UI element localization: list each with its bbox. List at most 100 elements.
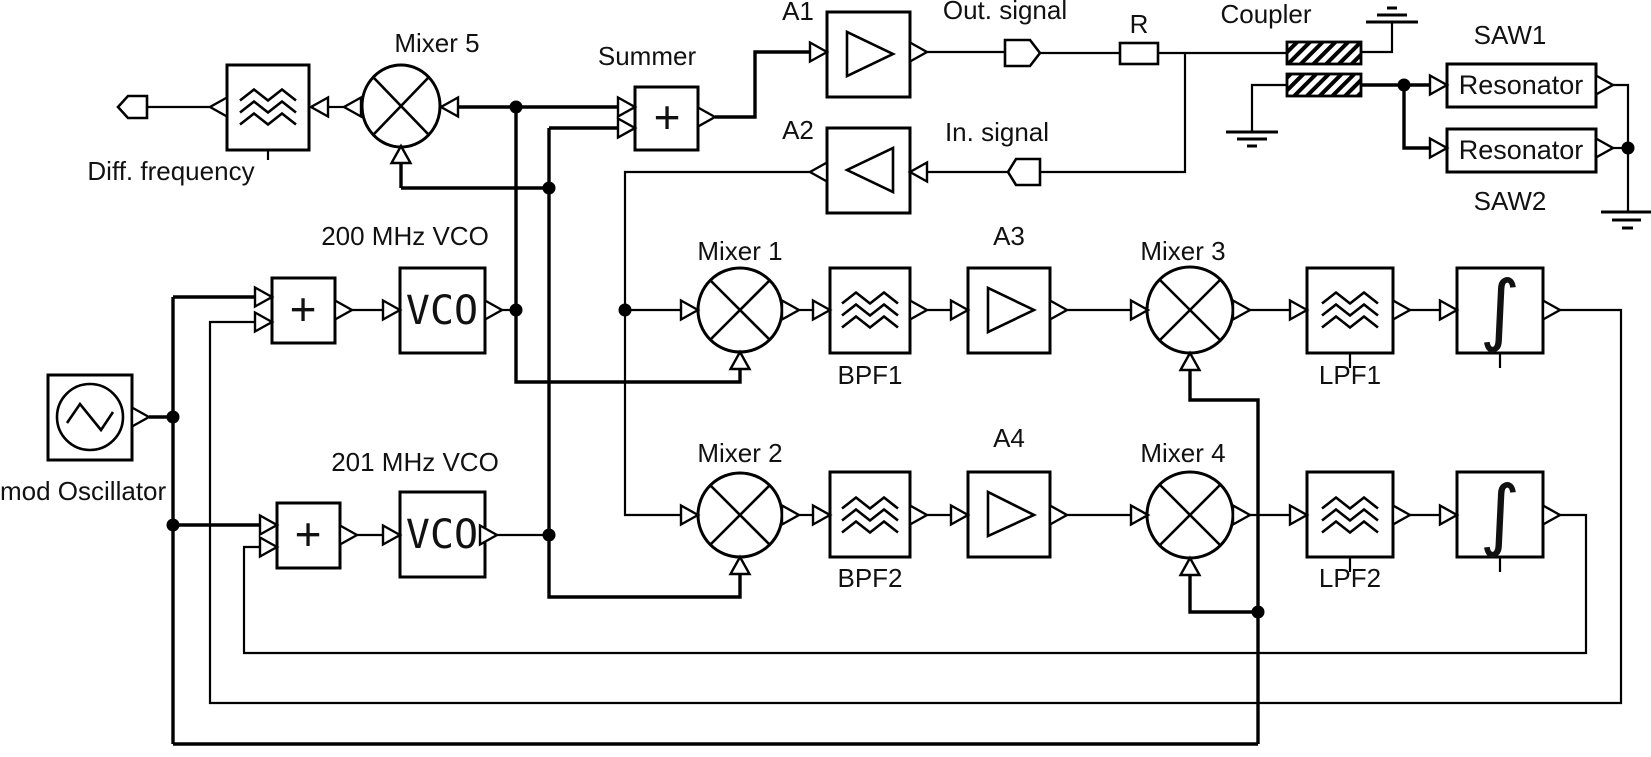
flow-arrow-icon bbox=[808, 161, 829, 183]
flow-arrow-icon bbox=[338, 524, 359, 546]
integrator1-block: ∫ bbox=[1455, 265, 1545, 355]
flow-arrow-icon bbox=[1231, 299, 1252, 321]
vco-200-label: 200 MHz VCO bbox=[321, 221, 489, 251]
flow-arrow-icon bbox=[1391, 504, 1412, 526]
saw1-resonator-block: Resonator bbox=[1445, 62, 1598, 109]
wire bbox=[547, 128, 742, 599]
bpf2-block bbox=[828, 470, 912, 559]
flow-arrow-icon bbox=[1428, 74, 1449, 96]
plus-icon: + bbox=[290, 283, 317, 335]
a3-amp-block bbox=[966, 266, 1052, 355]
mixer4-block bbox=[1145, 470, 1235, 560]
flow-arrow-icon bbox=[1288, 504, 1309, 526]
integral-icon: ∫ bbox=[1480, 470, 1521, 560]
flow-arrow-icon bbox=[696, 106, 717, 128]
lpf1-block bbox=[1305, 266, 1395, 355]
flow-arrow-icon bbox=[908, 299, 929, 321]
junction-dot bbox=[509, 303, 523, 317]
flow-arrow-icon bbox=[1048, 299, 1069, 321]
a2-amp-block bbox=[825, 126, 912, 215]
wire bbox=[1040, 53, 1187, 174]
out-signal-label: Out. signal bbox=[943, 0, 1067, 25]
in-signal-port bbox=[1006, 157, 1042, 187]
bpf2-label: BPF2 bbox=[837, 563, 902, 593]
saw2-resonator-block: Resonator bbox=[1445, 127, 1598, 174]
flow-arrow-icon bbox=[381, 524, 402, 546]
in-signal-label: In. signal bbox=[945, 117, 1049, 147]
flow-arrow-icon bbox=[1288, 299, 1309, 321]
flow-arrow-icon bbox=[478, 524, 499, 546]
coupler-label: Coupler bbox=[1220, 0, 1311, 29]
mixer3-label: Mixer 3 bbox=[1140, 236, 1225, 266]
mixer2-block bbox=[696, 471, 784, 559]
junction-dot bbox=[1397, 78, 1411, 92]
wire bbox=[1361, 22, 1394, 54]
lpf2-block bbox=[1305, 470, 1395, 559]
mixer1-block bbox=[696, 266, 784, 354]
a1-label: A1 bbox=[782, 0, 814, 26]
diff-frequency-label: Diff. frequency bbox=[87, 156, 254, 186]
mixer1-label: Mixer 1 bbox=[697, 236, 782, 266]
wave-icon bbox=[65, 401, 115, 433]
mixer3-block bbox=[1145, 265, 1235, 355]
flow-arrow-icon bbox=[780, 504, 801, 526]
flow-arrow-icon bbox=[1129, 504, 1150, 526]
flow-arrow-icon bbox=[381, 299, 402, 321]
mixer5-block bbox=[360, 63, 442, 149]
flow-arrow-icon bbox=[439, 96, 460, 118]
bpf1-block bbox=[828, 266, 912, 355]
mod-oscillator-block bbox=[46, 373, 134, 462]
flow-arrow-icon bbox=[342, 96, 363, 118]
flow-arrow-icon bbox=[1541, 504, 1562, 526]
vco-text: VCO bbox=[406, 512, 478, 558]
flow-arrow-icon bbox=[1179, 556, 1201, 577]
ground-icon bbox=[1366, 6, 1418, 24]
bpf1-label: BPF1 bbox=[837, 360, 902, 390]
flow-arrow-icon bbox=[1438, 299, 1459, 321]
flow-arrow-icon bbox=[679, 504, 700, 526]
coupler-block bbox=[1285, 40, 1363, 98]
flow-arrow-icon bbox=[1594, 137, 1615, 159]
saw1-label: SAW1 bbox=[1474, 20, 1547, 50]
vco-200-block: VCO bbox=[398, 266, 487, 355]
flow-arrow-icon bbox=[1438, 504, 1459, 526]
saw2-label: SAW2 bbox=[1474, 186, 1547, 216]
flow-arrow-icon bbox=[811, 504, 832, 526]
flow-arrow-icon bbox=[130, 406, 151, 428]
flow-arrow-icon bbox=[949, 299, 970, 321]
lpf1-label: LPF1 bbox=[1319, 360, 1381, 390]
mixer2-label: Mixer 2 bbox=[697, 438, 782, 468]
wire bbox=[208, 308, 1623, 705]
flow-arrow-icon bbox=[333, 299, 354, 321]
vco-201-label: 201 MHz VCO bbox=[331, 447, 499, 477]
vco-201-block: VCO bbox=[398, 490, 487, 579]
flow-arrow-icon bbox=[253, 311, 274, 333]
mod-oscillator-label: mod Oscillator bbox=[0, 476, 166, 506]
a3-label: A3 bbox=[993, 221, 1025, 251]
junction-dot bbox=[542, 528, 556, 542]
vco-text: VCO bbox=[406, 288, 478, 334]
flow-arrow-icon bbox=[808, 41, 829, 63]
flow-arrow-icon bbox=[258, 514, 279, 536]
resistor-r bbox=[1118, 41, 1160, 66]
flow-arrow-icon bbox=[208, 96, 229, 118]
junction-dot bbox=[618, 303, 632, 317]
flow-arrow-icon bbox=[908, 161, 929, 183]
diff-filter-block bbox=[225, 63, 311, 152]
flow-arrow-icon bbox=[616, 117, 637, 139]
flow-arrow-icon bbox=[1428, 137, 1449, 159]
flow-arrow-icon bbox=[1594, 74, 1615, 96]
a1-amp-block bbox=[825, 10, 912, 99]
flow-arrow-icon bbox=[729, 555, 751, 576]
junction-dot bbox=[166, 518, 180, 532]
plus-icon: + bbox=[654, 91, 681, 143]
flow-arrow-icon bbox=[729, 350, 751, 371]
flow-arrow-icon bbox=[908, 504, 929, 526]
summer-201-block: + bbox=[275, 501, 342, 570]
wire bbox=[242, 513, 1588, 655]
diff-frequency-port bbox=[116, 94, 149, 120]
wire bbox=[1613, 83, 1630, 212]
wire bbox=[1188, 370, 1260, 744]
summer-label: Summer bbox=[598, 41, 697, 71]
